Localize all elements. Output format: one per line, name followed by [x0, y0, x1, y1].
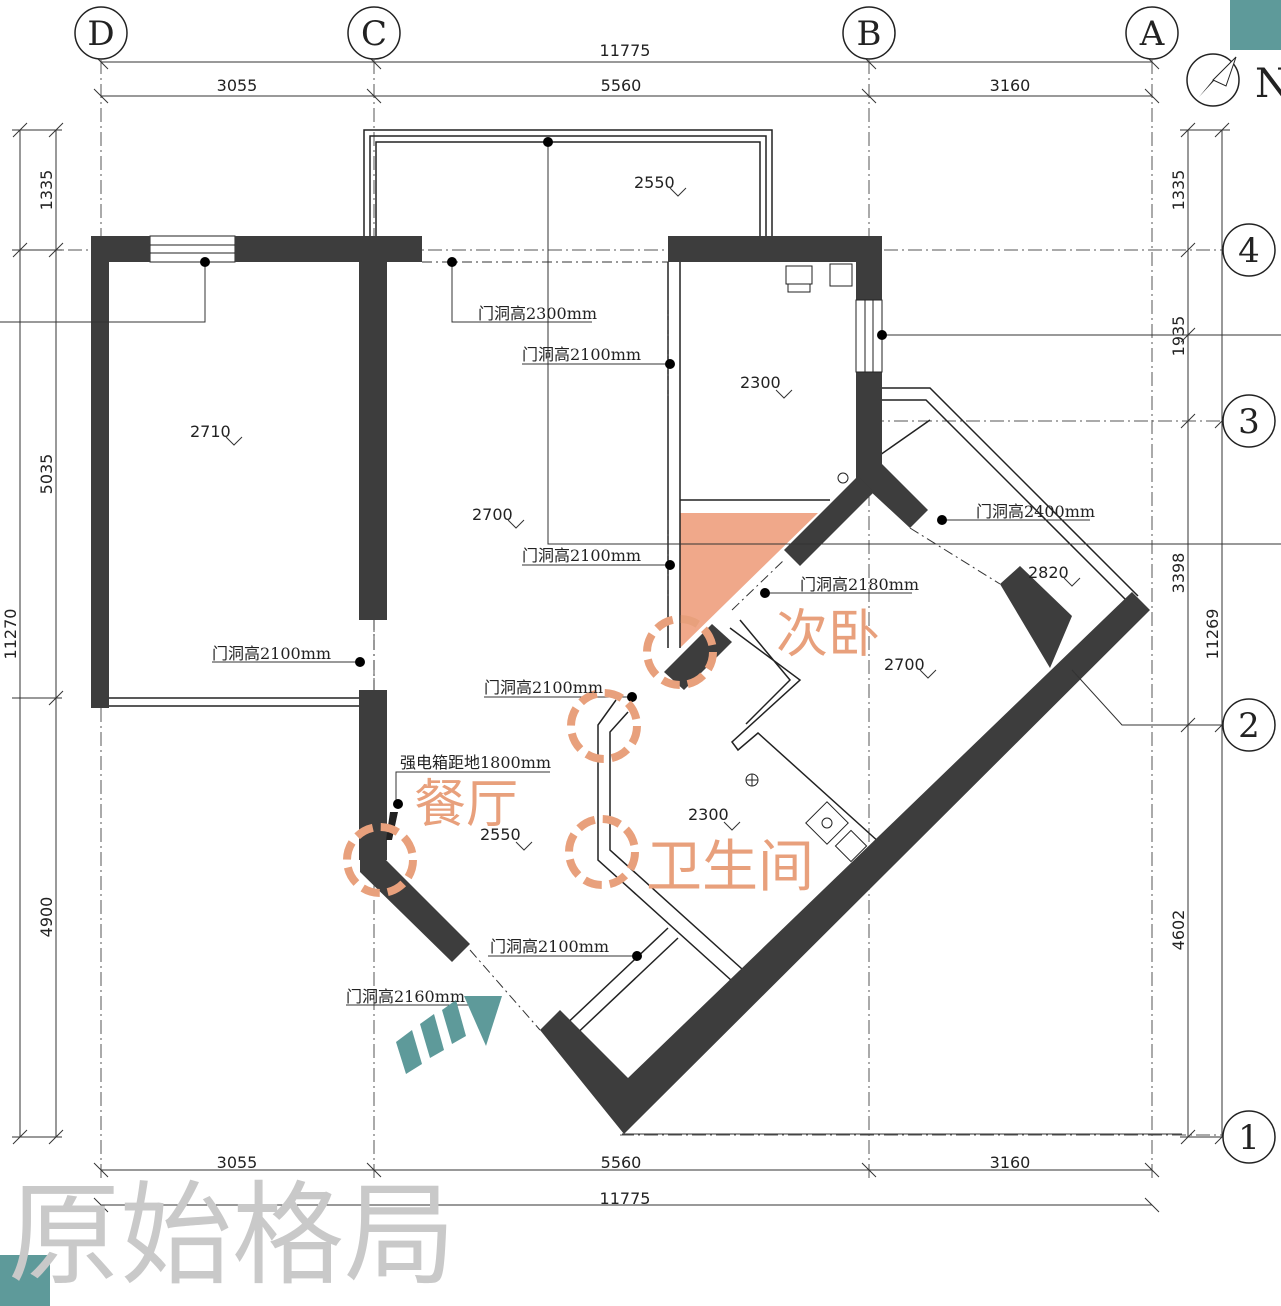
- annotation-door-2100-c: 门洞高2100mm: [484, 678, 603, 697]
- dim-right-1935: 1935: [1169, 316, 1188, 357]
- corner-tab-top: [1230, 0, 1281, 50]
- window-top-left: [149, 235, 236, 263]
- dim-top-b-a: 3160: [990, 76, 1031, 95]
- dim-top-c-b: 5560: [601, 76, 642, 95]
- leader-lines: [0, 142, 1281, 1135]
- annotation-panel: 强电箱距地1800mm: [400, 753, 551, 772]
- axis-label-3: 3: [1238, 402, 1260, 442]
- annotation-door-2100-a: 门洞高2100mm: [522, 345, 641, 364]
- height-balcony: 2550: [634, 173, 675, 192]
- north-arrow-icon: [1186, 53, 1240, 107]
- appliance-icon: [785, 265, 813, 285]
- axis-label-a: A: [1139, 14, 1165, 54]
- height-bedroom: 2700: [884, 655, 925, 674]
- entrance-arrow-icon: [396, 996, 502, 1074]
- dim-top-total: 11775: [600, 41, 651, 60]
- leader-dots: [200, 137, 947, 1010]
- dim-right-3398: 3398: [1169, 553, 1188, 594]
- walls: [91, 236, 1150, 1134]
- height-bath: 2300: [688, 805, 729, 824]
- room-label-dining: 餐厅: [414, 775, 518, 835]
- dim-bot-d-c: 3055: [217, 1153, 258, 1172]
- axis-label-2: 2: [1238, 706, 1260, 746]
- dim-right-1335: 1335: [1169, 170, 1188, 211]
- door-lines: [373, 261, 1001, 1031]
- dim-bot-b-a: 3160: [990, 1153, 1031, 1172]
- north-label: N: [1255, 61, 1281, 107]
- partitions: [108, 247, 1139, 1041]
- room-label-bedroom: 次卧: [776, 605, 880, 665]
- highlight-circles: [343, 615, 717, 897]
- height-top-right: 2300: [740, 373, 781, 392]
- annotation-door-2100-left: 门洞高2100mm: [212, 644, 331, 663]
- axis-label-1: 1: [1238, 1118, 1260, 1158]
- dim-bot-total: 11775: [600, 1189, 651, 1208]
- balcony: [363, 129, 773, 236]
- dim-left-11270: 11270: [1, 609, 20, 660]
- dim-right-11269: 11269: [1203, 609, 1222, 660]
- annotation-door-2300: 门洞高2300mm: [478, 304, 597, 323]
- page-title: 原始格局: [8, 1171, 456, 1301]
- height-left-room: 2710: [190, 422, 231, 441]
- dim-right-4602: 4602: [1169, 910, 1188, 951]
- annotation-door-2180: 门洞高2180mm: [800, 575, 919, 594]
- dim-left-1335: 1335: [37, 170, 56, 211]
- annotation-door-2400: 门洞高2400mm: [976, 502, 1095, 521]
- height-triangles: [225, 187, 1081, 851]
- dim-left-4900: 4900: [37, 897, 56, 938]
- height-bedroom-corridor: 2820: [1028, 563, 1069, 582]
- axis-label-4: 4: [1238, 231, 1260, 271]
- annotation-door-2160: 门洞高2160mm: [346, 987, 465, 1006]
- dim-bot-c-b: 5560: [601, 1153, 642, 1172]
- axis-bubbles: [74, 6, 1276, 1164]
- height-dining: 2550: [480, 825, 521, 844]
- annotation-door-2100-b: 门洞高2100mm: [522, 546, 641, 565]
- room-label-bathroom: 卫生间: [646, 835, 814, 900]
- axis-label-b: B: [857, 14, 882, 54]
- dim-left-5035: 5035: [37, 454, 56, 495]
- highlight-area: [680, 513, 818, 648]
- fixtures: [745, 263, 868, 863]
- height-center: 2700: [472, 505, 513, 524]
- annotation-door-2100-d: 门洞高2100mm: [490, 937, 609, 956]
- axis-label-c: C: [361, 14, 387, 54]
- axis-label-d: D: [87, 14, 114, 54]
- corner-tab-bottom: [0, 1255, 50, 1306]
- dim-top-d-c: 3055: [217, 76, 258, 95]
